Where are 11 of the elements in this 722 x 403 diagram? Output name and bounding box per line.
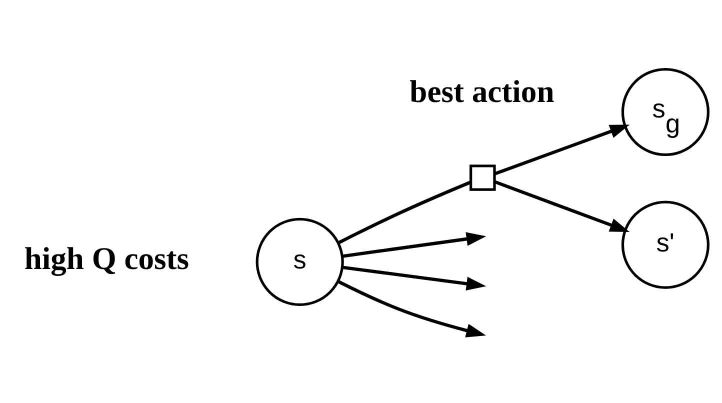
node-circle: s': [621, 200, 710, 288]
arrow: [494, 180, 630, 232]
label: high Q costs: [24, 240, 190, 276]
arrow: [342, 232, 486, 258]
arrow: [494, 124, 630, 175]
arrow: [338, 280, 486, 337]
label: best action: [410, 73, 554, 108]
node-circle: s: [256, 217, 344, 306]
arrow: [342, 265, 486, 290]
node-box: [470, 164, 496, 190]
connector: [337, 180, 472, 244]
